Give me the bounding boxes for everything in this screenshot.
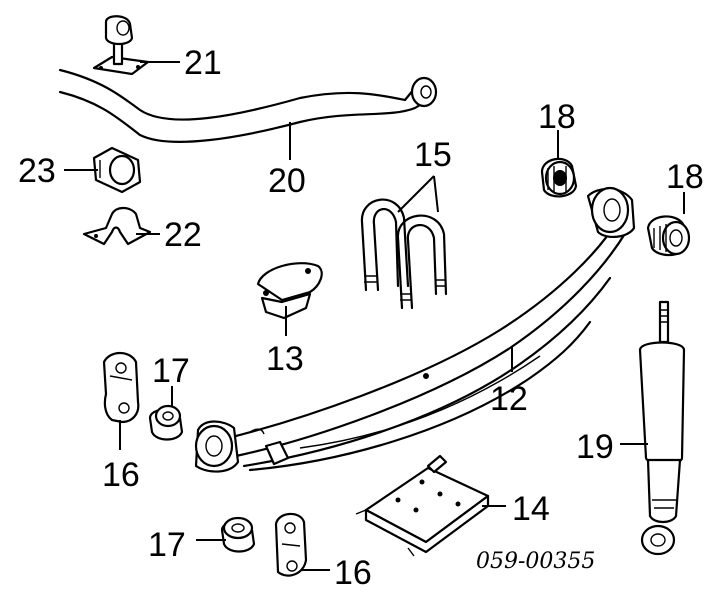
leader-lines (64, 61, 685, 571)
callout-22: 22 (164, 216, 202, 254)
callout-17-top: 17 (152, 352, 190, 390)
stabilizer-link-part-21 (92, 15, 150, 76)
callout-16-bottom: 16 (334, 554, 372, 592)
callout-21: 21 (184, 44, 222, 82)
bushing-bracket-part-22 (82, 206, 152, 246)
callout-18-right: 18 (666, 158, 704, 196)
callout-23: 23 (18, 152, 56, 190)
spring-seat-part-14 (355, 454, 490, 557)
spring-bushing-part-18-top (540, 157, 578, 198)
shackle-plate-part-16-bottom (274, 512, 308, 577)
callout-19: 19 (576, 428, 614, 466)
shock-absorber-part-19 (638, 300, 686, 556)
callout-14: 14 (512, 490, 550, 528)
callout-17-bottom: 17 (148, 526, 186, 564)
shackle-bushing-part-17-top (148, 404, 184, 441)
callout-18-top: 18 (538, 98, 576, 136)
leader-15 (397, 175, 439, 213)
spring-bushing-part-18-right (646, 215, 691, 257)
leaf-spring-part-12 (194, 186, 636, 473)
callout-15: 15 (414, 136, 452, 174)
shackle-bushing-part-17-bottom (220, 516, 256, 553)
callout-16-left: 16 (102, 456, 140, 494)
stabilizer-bushing-part-23 (92, 146, 142, 194)
spacer-block-part-13 (256, 262, 323, 320)
callout-13: 13 (266, 340, 304, 378)
callout-20: 20 (268, 162, 306, 200)
reference-code: 059-00355 (476, 549, 595, 574)
stabilizer-bar-part-20 (58, 68, 438, 143)
callout-12: 12 (490, 380, 528, 418)
shackle-plate-part-16-left (102, 351, 140, 424)
u-bolts-part-15 (360, 198, 448, 310)
